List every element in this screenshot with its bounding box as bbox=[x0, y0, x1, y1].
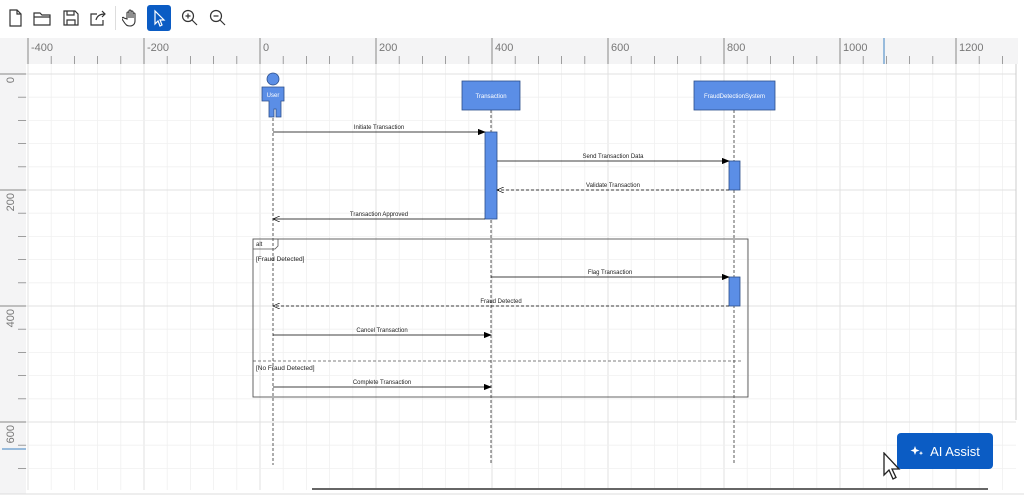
pan-button[interactable] bbox=[119, 5, 143, 31]
grid bbox=[26, 64, 1016, 490]
new-file-button[interactable] bbox=[3, 5, 27, 31]
export-icon bbox=[90, 10, 106, 26]
ruler-label: 0 bbox=[5, 77, 17, 83]
fraud-activation[interactable] bbox=[728, 160, 741, 191]
ruler-label: 400 bbox=[5, 309, 17, 327]
zoom-in-button[interactable] bbox=[178, 5, 202, 31]
user-label: User bbox=[267, 93, 280, 99]
fraud-participant[interactable]: FraudDetectionSystem bbox=[693, 80, 776, 111]
toolbar bbox=[0, 0, 1024, 36]
message-label: Flag Transaction bbox=[588, 270, 632, 276]
zoom-in-icon bbox=[181, 9, 198, 26]
file-icon bbox=[9, 9, 22, 27]
guard-fraud: [Fraud Detected] bbox=[256, 256, 305, 263]
sparkle-icon bbox=[910, 446, 924, 456]
folder-icon bbox=[33, 12, 51, 26]
ruler-label: 1200 bbox=[959, 42, 983, 54]
ruler-label: 400 bbox=[495, 42, 513, 54]
ai-assist-label: AI Assist bbox=[930, 443, 980, 459]
ruler-label: 200 bbox=[379, 42, 397, 54]
ruler-label: 1000 bbox=[843, 42, 867, 54]
message-label: Validate Transaction bbox=[586, 183, 640, 189]
horizontal-ruler bbox=[0, 38, 1018, 64]
pointer-icon bbox=[154, 9, 166, 27]
ruler-label: -400 bbox=[31, 42, 53, 54]
transaction-label: Transaction bbox=[475, 94, 506, 100]
toolbar-separator bbox=[115, 6, 116, 30]
zoom-out-icon bbox=[209, 9, 226, 26]
mouse-cursor-icon bbox=[883, 452, 901, 480]
ai-assist-button[interactable]: AI Assist bbox=[897, 433, 993, 469]
fraud-label: FraudDetectionSystem bbox=[704, 94, 765, 100]
ruler-label: -200 bbox=[147, 42, 169, 54]
zoom-out-button[interactable] bbox=[206, 5, 230, 31]
message-label: Transaction Approved bbox=[350, 212, 408, 218]
message-label: Send Transaction Data bbox=[582, 154, 644, 160]
message-label: Initiate Transaction bbox=[354, 125, 404, 131]
fragment-type: alt bbox=[256, 242, 263, 248]
save-icon bbox=[63, 10, 79, 26]
save-button[interactable] bbox=[59, 5, 83, 31]
transaction-activation[interactable] bbox=[484, 131, 498, 220]
message-label: Complete Transaction bbox=[353, 380, 411, 386]
export-button[interactable] bbox=[87, 5, 111, 31]
user-actor[interactable] bbox=[261, 72, 285, 118]
hand-icon bbox=[122, 9, 136, 27]
message-label: Cancel Transaction bbox=[356, 328, 407, 334]
ruler-label: 200 bbox=[5, 193, 17, 211]
ruler-label: 0 bbox=[263, 42, 269, 54]
open-button[interactable] bbox=[30, 5, 54, 31]
message-label: Fraud Detected bbox=[480, 299, 521, 305]
ruler-label: 800 bbox=[727, 42, 745, 54]
ruler-label: 600 bbox=[611, 42, 629, 54]
guard-no-fraud: [No Fraud Detected] bbox=[256, 365, 315, 372]
fraud-activation[interactable] bbox=[728, 276, 741, 307]
transaction-participant[interactable]: Transaction bbox=[461, 80, 521, 111]
alt-fragment[interactable] bbox=[252, 238, 749, 398]
select-button[interactable] bbox=[147, 5, 171, 31]
ruler-label: 600 bbox=[5, 425, 17, 443]
